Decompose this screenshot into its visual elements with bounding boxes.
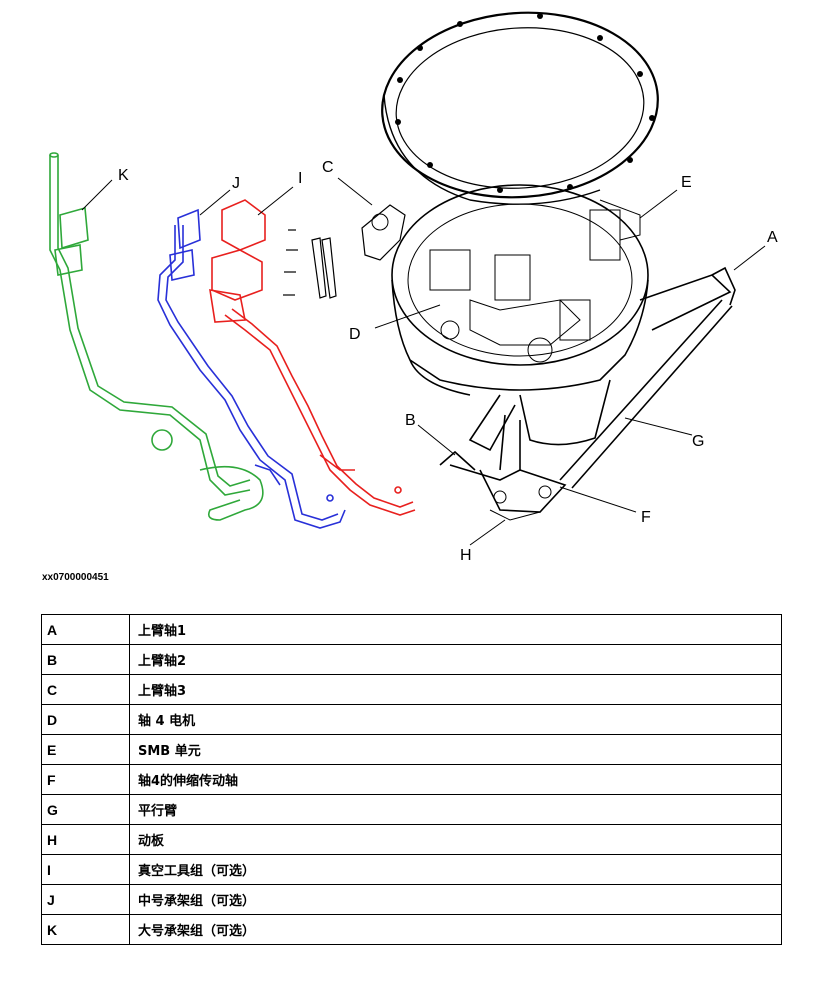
legend-desc: SMB 单元 <box>129 734 782 765</box>
callout-k: K <box>118 167 129 184</box>
callout-b: B <box>405 412 416 429</box>
callout-f: F <box>641 509 651 526</box>
callout-h: H <box>460 547 472 564</box>
legend-key: B <box>41 644 130 675</box>
medium-bracket-kit <box>157 208 346 529</box>
legend-key: I <box>41 854 130 885</box>
legend-desc: 轴 4 电机 <box>129 704 782 735</box>
large-bracket-kit <box>49 152 264 521</box>
legend-desc: 动板 <box>129 824 782 855</box>
legend-desc: 大号承架组（可选） <box>129 914 782 945</box>
legend-key: G <box>41 794 130 825</box>
legend-key: E <box>41 734 130 765</box>
legend-desc: 真空工具组（可选） <box>129 854 782 885</box>
callout-g: G <box>692 433 704 450</box>
legend-key: F <box>41 764 130 795</box>
legend-key: J <box>41 884 130 915</box>
callout-e: E <box>681 174 692 191</box>
figure-caption: xx0700000451 <box>42 572 109 583</box>
leader-lines <box>81 177 766 546</box>
robot-arms <box>439 266 736 521</box>
legend-desc: 平行臂 <box>129 794 782 825</box>
callout-c: C <box>322 159 334 176</box>
callout-i: I <box>298 170 302 187</box>
legend-desc: 中号承架组（可选） <box>129 884 782 915</box>
callout-a: A <box>767 229 778 246</box>
legend-desc: 上臂轴3 <box>129 674 782 705</box>
legend-desc: 上臂轴1 <box>129 614 782 645</box>
legend-desc: 轴4的伸缩传动轴 <box>129 764 782 795</box>
legend-key: D <box>41 704 130 735</box>
legend-key: K <box>41 914 130 945</box>
callout-d: D <box>349 326 361 343</box>
legend-desc: 上臂轴2 <box>129 644 782 675</box>
callout-j: J <box>232 175 240 192</box>
legend-key: C <box>41 674 130 705</box>
robot-base <box>361 184 649 446</box>
robot-lid <box>381 11 659 205</box>
vacuum-kit-hardware <box>283 229 337 299</box>
legend-key: A <box>41 614 130 645</box>
vacuum-tool-kit <box>209 199 416 516</box>
robot-exploded-figure: K J I C E A D B G F H <box>49 11 778 564</box>
legend-key: H <box>41 824 130 855</box>
